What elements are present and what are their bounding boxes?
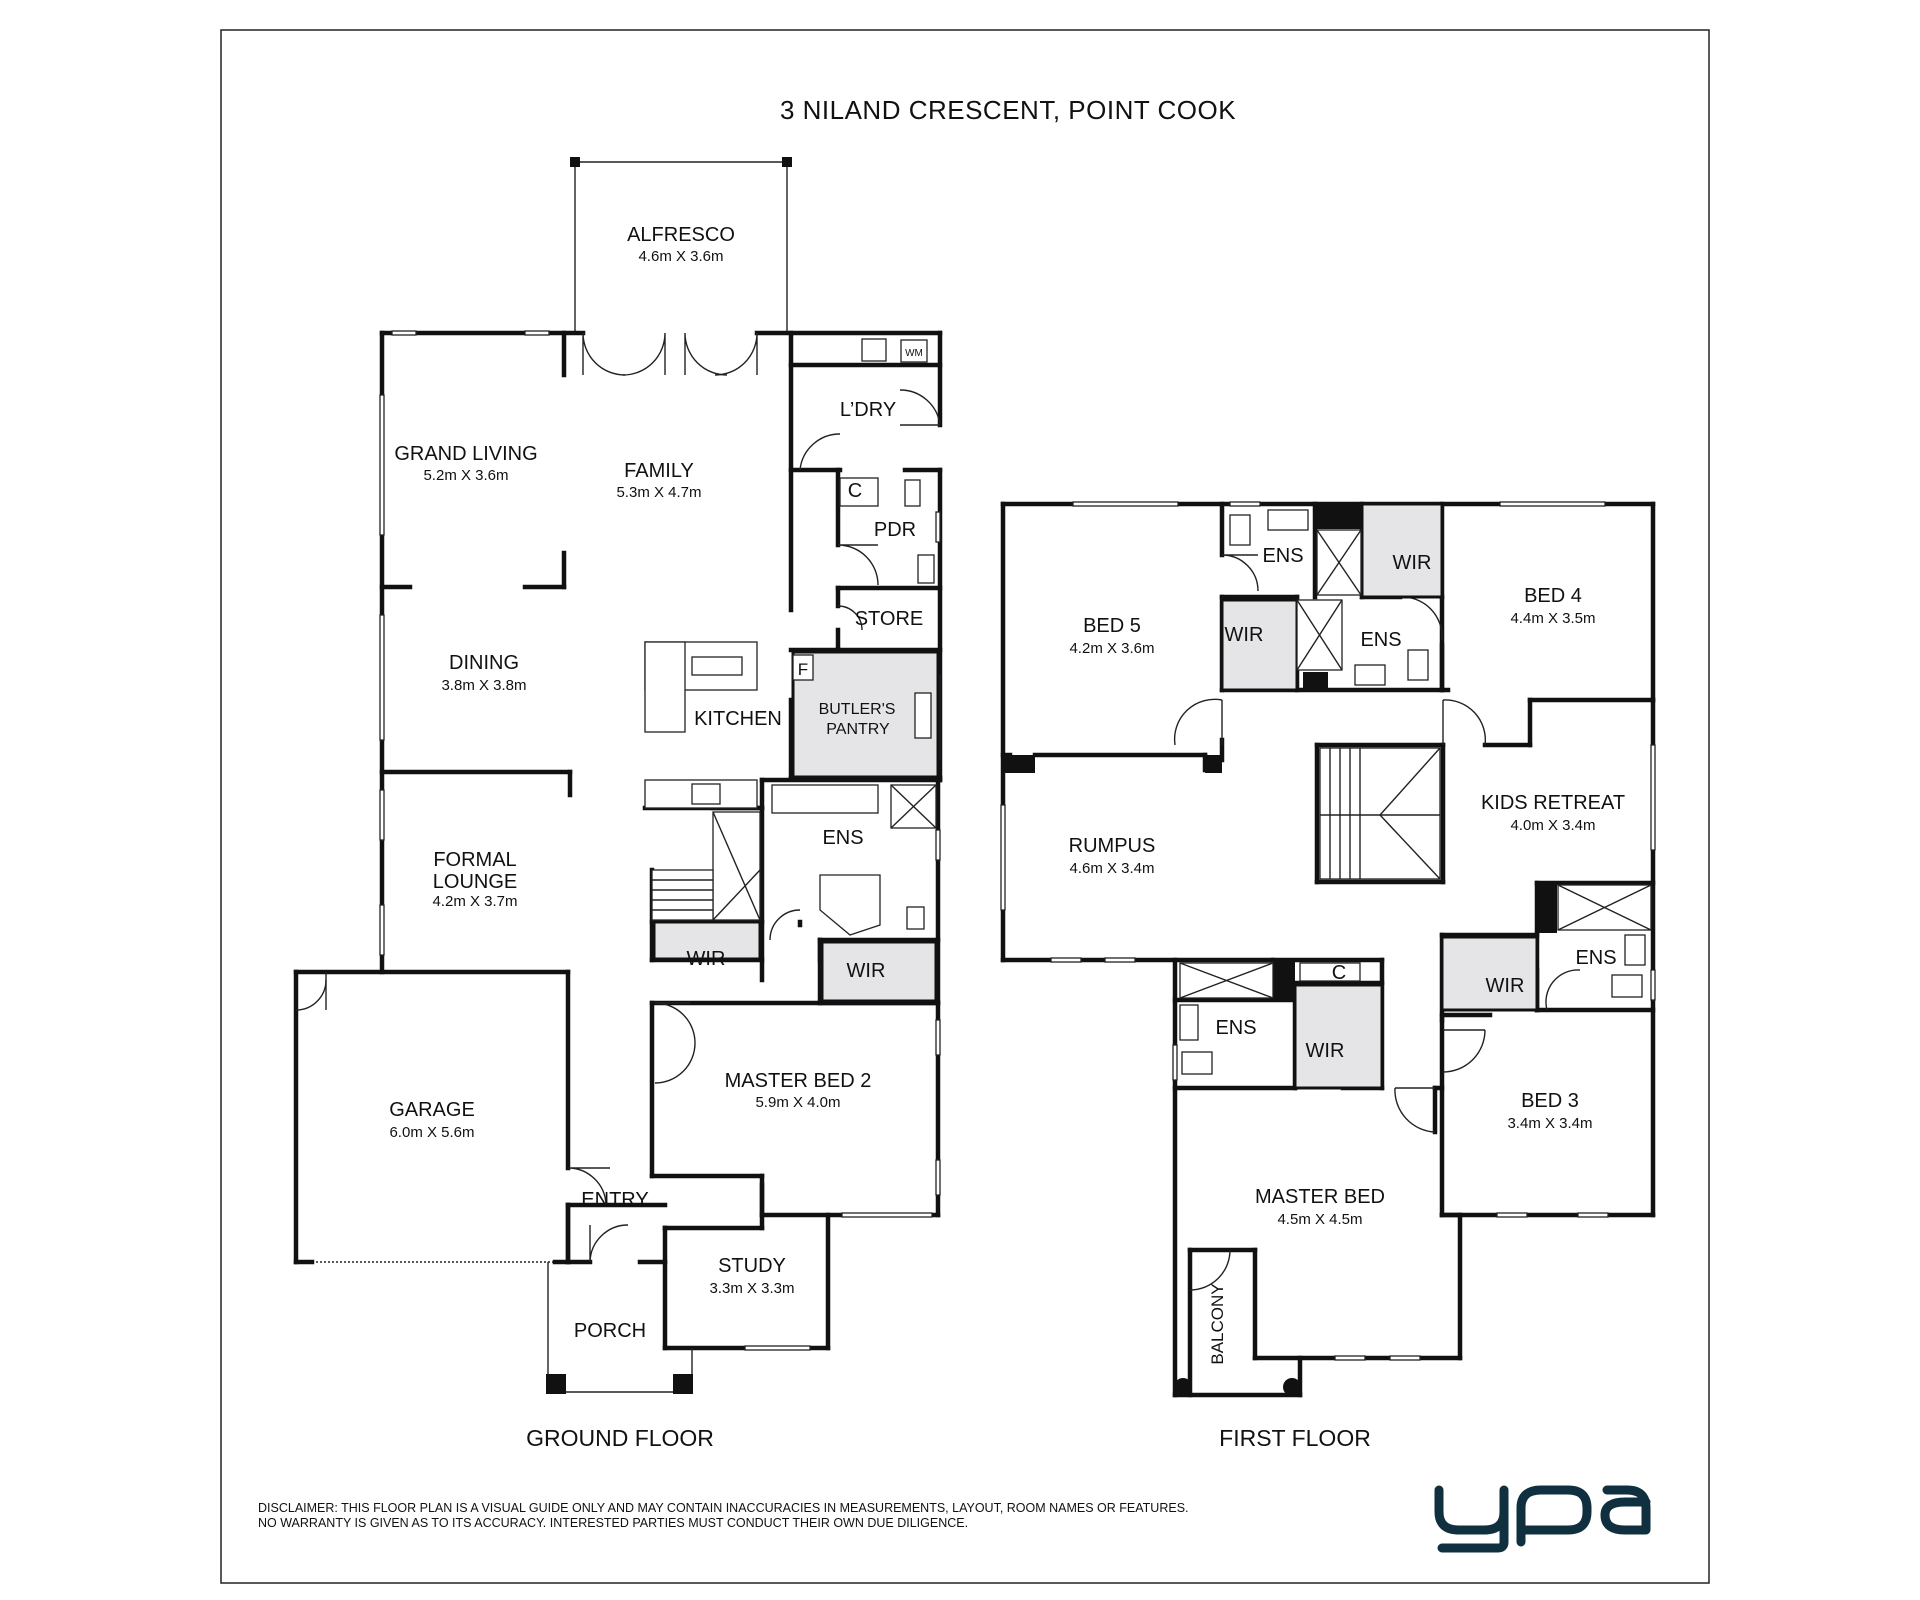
wir-left-floor	[652, 920, 762, 961]
wir-master-floor	[1293, 983, 1384, 1090]
dining-dims: 3.8m X 3.8m	[441, 677, 526, 694]
family-label: FAMILY	[624, 460, 694, 482]
ground-fixtures	[644, 338, 937, 936]
property-title: 3 NILAND CRESCENT, POINT COOK	[780, 95, 1236, 125]
kitchen-label: KITCHEN	[694, 708, 782, 730]
garage-label: GARAGE	[389, 1099, 475, 1121]
bed4-label: BED 4	[1524, 585, 1582, 607]
washing-machine-label: WM	[905, 348, 923, 359]
bed4-dims: 4.4m X 3.5m	[1510, 610, 1595, 627]
study-label: STUDY	[718, 1255, 786, 1277]
ens-top-label: ENS	[1262, 545, 1303, 567]
ground-doors	[295, 332, 941, 1263]
kids-retreat-label: KIDS RETREAT	[1481, 792, 1625, 814]
first-windows	[1000, 501, 1656, 1361]
master-bed-dims: 4.5m X 4.5m	[1277, 1211, 1362, 1228]
porch-outline	[546, 1262, 693, 1394]
bed5-dims: 4.2m X 3.6m	[1069, 640, 1154, 657]
bed3-label: BED 3	[1521, 1090, 1579, 1112]
first-fixtures	[1179, 509, 1652, 1075]
bed5-label: BED 5	[1083, 615, 1141, 637]
kids-retreat-dims: 4.0m X 3.4m	[1510, 817, 1595, 834]
formal-lounge-label-2: LOUNGE	[433, 871, 517, 893]
study-dims: 3.3m X 3.3m	[709, 1280, 794, 1297]
alfresco-dims: 4.6m X 3.6m	[638, 248, 723, 265]
butlers-pantry-label-2: PANTRY	[826, 721, 890, 738]
wir-top-floor	[1360, 502, 1444, 599]
butlers-pantry-floor	[791, 650, 940, 779]
dining-label: DINING	[449, 652, 519, 674]
balcony-label: BALCONY	[1208, 1283, 1227, 1364]
wir-bed3-floor	[1440, 935, 1539, 1012]
master-bed-2-dims: 5.9m X 4.0m	[755, 1094, 840, 1111]
disclaimer-line-1: DISCLAIMER: THIS FLOOR PLAN IS A VISUAL …	[258, 1501, 1189, 1515]
wir-right-floor	[820, 940, 938, 1003]
wir-mid-label: WIR	[1225, 624, 1264, 646]
wir-bed3-label: WIR	[1486, 975, 1525, 997]
alfresco-outline	[570, 157, 792, 333]
entry-label: ENTRY	[581, 1189, 648, 1211]
ens-bed3-label: ENS	[1575, 947, 1616, 969]
wir-top-label: WIR	[1393, 552, 1432, 574]
master-bed-2-label: MASTER BED 2	[725, 1070, 872, 1092]
ground-floor-label: GROUND FLOOR	[526, 1425, 714, 1451]
ens-label: ENS	[822, 827, 863, 849]
ypa-logo	[1434, 1485, 1651, 1553]
alfresco-label: ALFRESCO	[627, 224, 735, 246]
page-frame	[220, 29, 1710, 1584]
grand-living-label: GRAND LIVING	[394, 443, 537, 465]
ens-mid-label: ENS	[1360, 629, 1401, 651]
first-floor-label: FIRST FLOOR	[1219, 1425, 1371, 1451]
rumpus-dims: 4.6m X 3.4m	[1069, 860, 1154, 877]
wir-right-label: WIR	[847, 960, 886, 982]
family-dims: 5.3m X 4.7m	[616, 484, 701, 501]
master-bed-label: MASTER BED	[1255, 1186, 1385, 1208]
disclaimer-line-2: NO WARRANTY IS GIVEN AS TO ITS ACCURACY.…	[258, 1516, 968, 1530]
butlers-pantry-label-1: BUTLER'S	[819, 701, 896, 718]
laundry-label: L’DRY	[840, 399, 896, 421]
ens-master-label: ENS	[1215, 1017, 1256, 1039]
ground-floor-plan: ALFRESCO 4.6m X 3.6m GRAND LIVING 5.2m X…	[293, 157, 943, 1394]
first-floor-plan: BED 5 4.2m X 3.6m ENS WIR BED 4 4.4m X 3…	[1000, 501, 1656, 1398]
rumpus-label: RUMPUS	[1069, 835, 1156, 857]
cupboard-label: C	[848, 480, 862, 502]
fridge-label: F	[798, 660, 808, 679]
formal-lounge-dims: 4.2m X 3.7m	[432, 893, 517, 910]
formal-lounge-label-1: FORMAL	[433, 849, 516, 871]
store-label: STORE	[855, 608, 924, 630]
garage-dims: 6.0m X 5.6m	[389, 1124, 474, 1141]
porch-label: PORCH	[574, 1320, 646, 1342]
wir-left-label: WIR	[687, 948, 726, 970]
first-columns	[1003, 504, 1557, 1396]
wir-master-label: WIR	[1306, 1040, 1345, 1062]
grand-living-dims: 5.2m X 3.6m	[423, 467, 508, 484]
pdr-label: PDR	[874, 519, 916, 541]
bed3-dims: 3.4m X 3.4m	[1507, 1115, 1592, 1132]
cupboard-first-label: C	[1332, 962, 1346, 984]
